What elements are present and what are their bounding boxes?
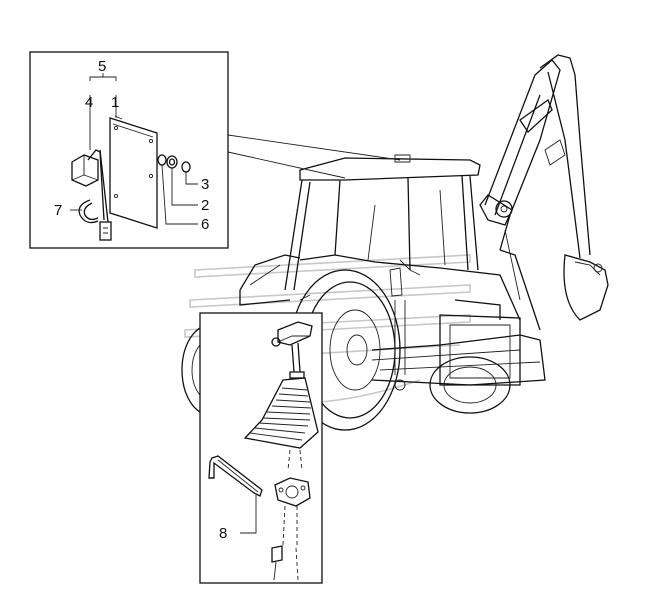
detail-box-top: 5 4 1 3 2 6 7 <box>29 51 229 249</box>
callout-6: 6 <box>201 216 209 233</box>
part-7-retaining-ring <box>78 199 99 224</box>
gear-lever <box>271 321 313 379</box>
part-4-key-cap <box>71 149 112 241</box>
callout-4: 4 <box>85 94 93 111</box>
backhoe-loader-illustration <box>181 54 609 431</box>
callout-5: 5 <box>98 58 106 75</box>
callout-1: 1 <box>111 94 119 111</box>
part-1-cover-plate <box>109 115 158 229</box>
part-8-hex-key <box>208 455 263 497</box>
detail-leader-lines <box>227 134 401 179</box>
callout-8: 8 <box>219 525 227 542</box>
callout-3: 3 <box>201 176 209 193</box>
callout-2: 2 <box>201 197 209 214</box>
shift-mechanism <box>271 449 311 581</box>
lever-boot <box>243 377 319 449</box>
detail-box-bottom: 8 <box>199 312 323 584</box>
callout-7: 7 <box>54 202 62 219</box>
